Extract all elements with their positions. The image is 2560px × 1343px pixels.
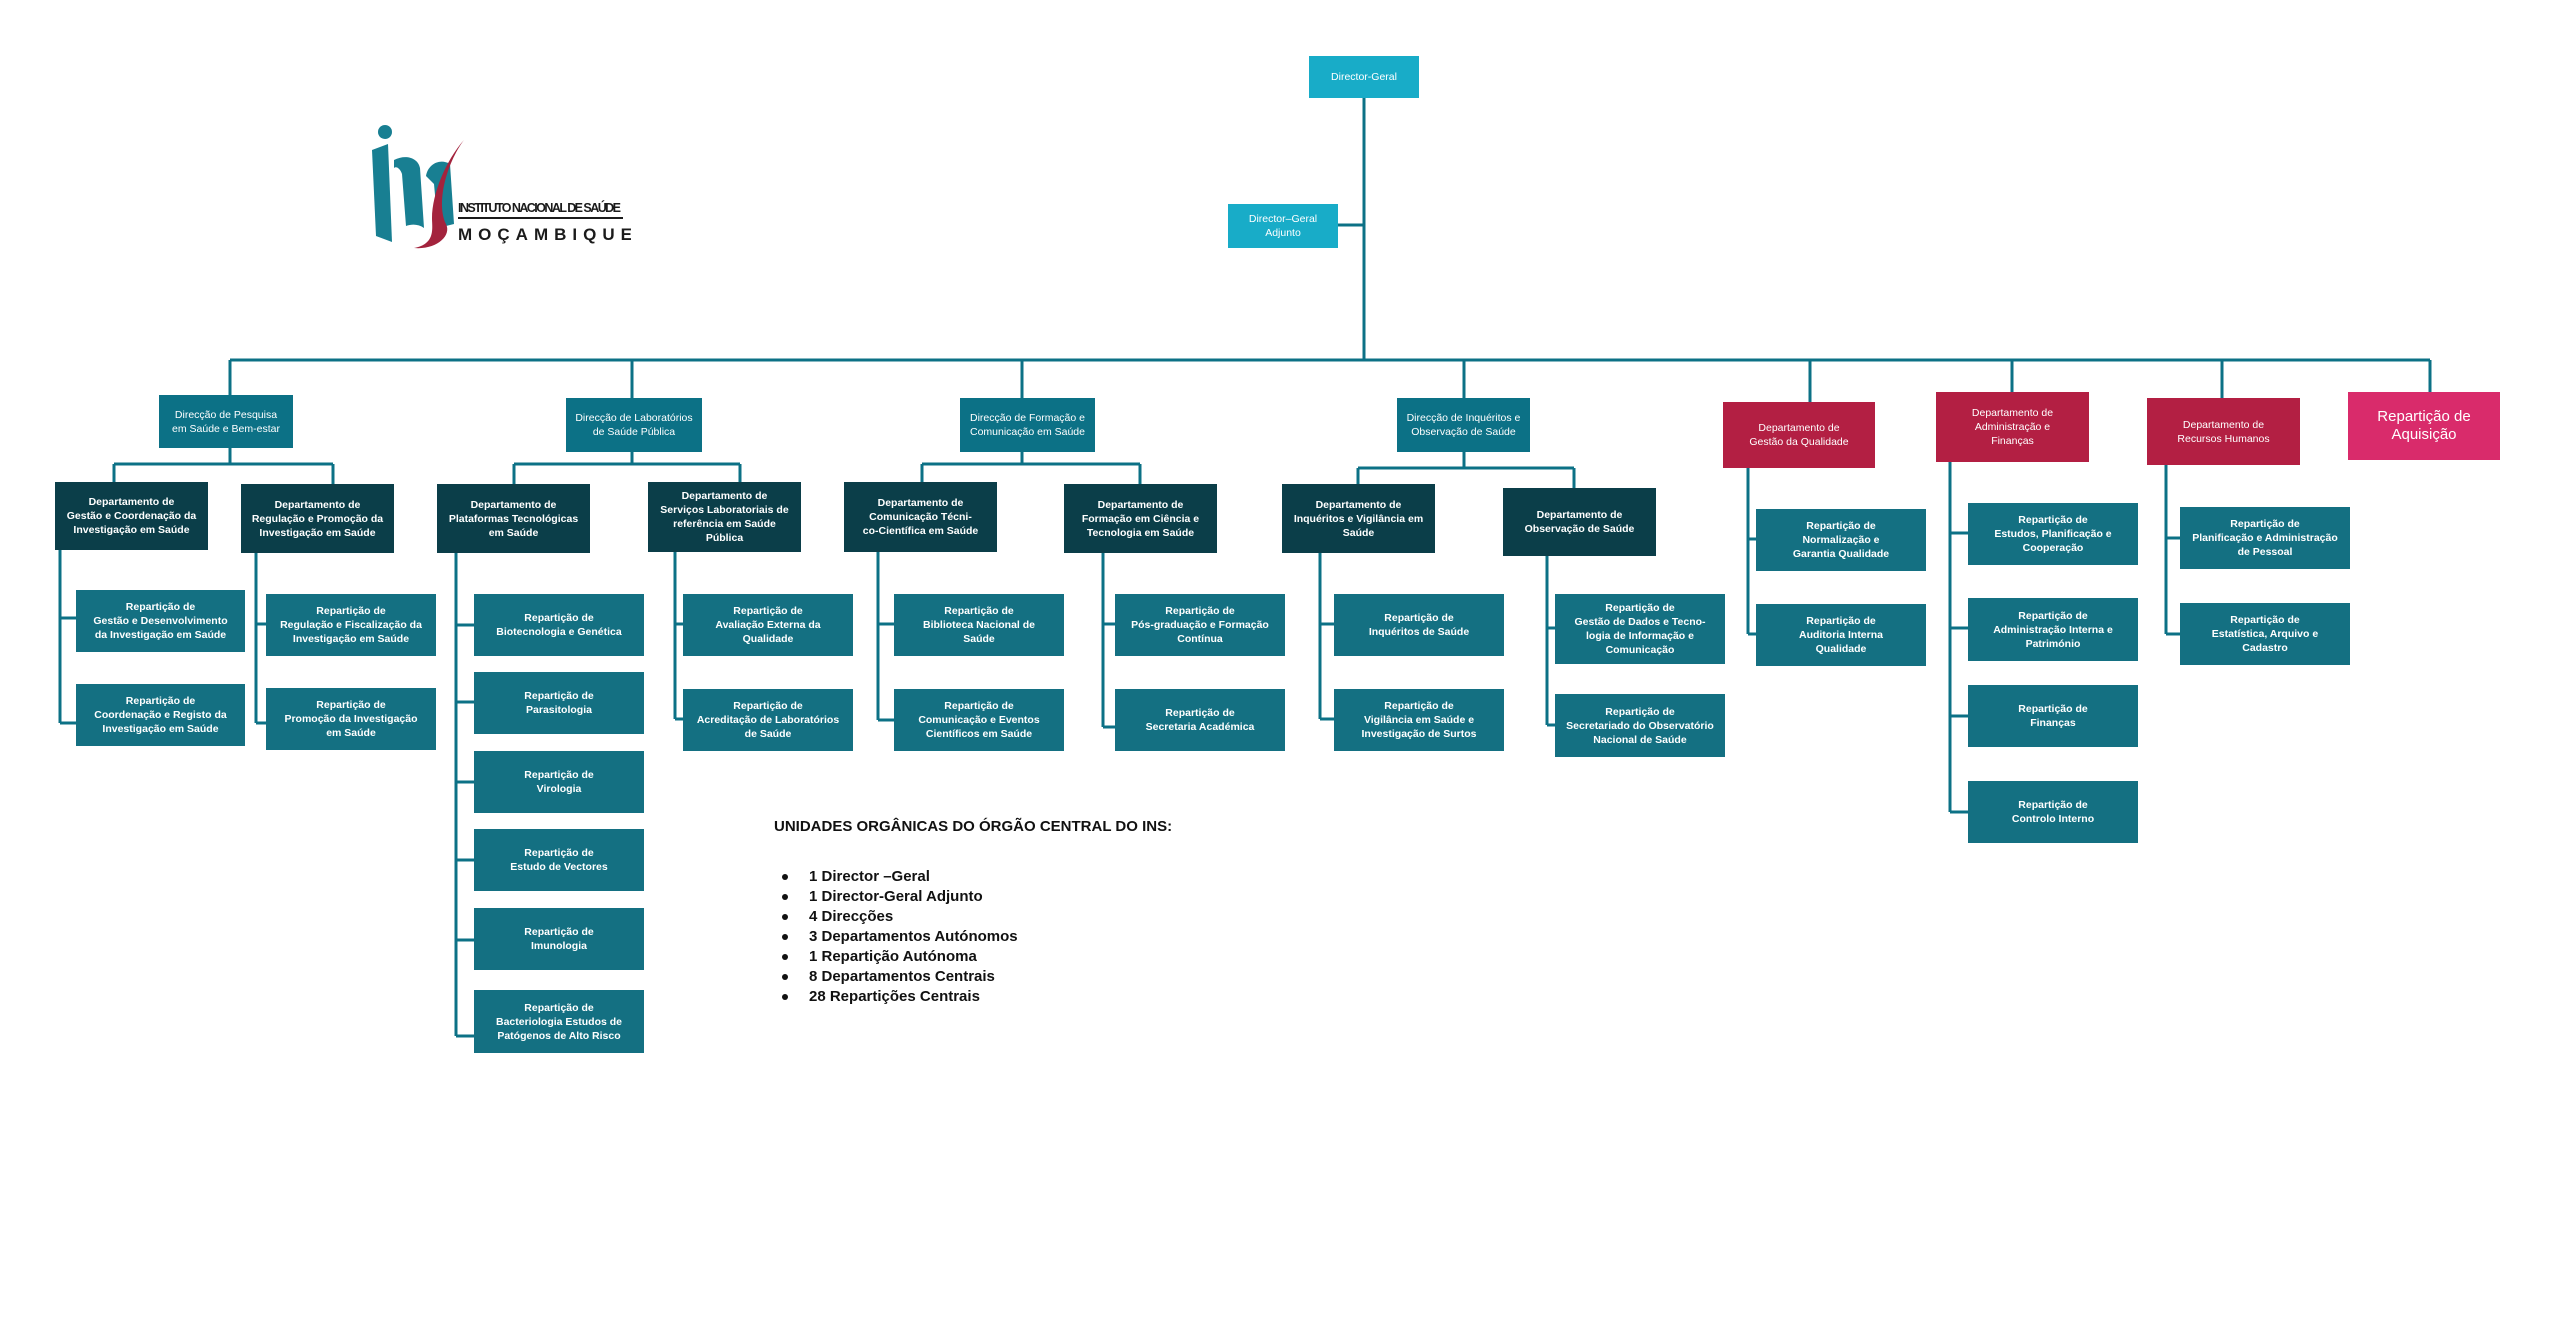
repartition-research-oversight[interactable]: Repartição de Regulação e Fiscalização d… [266, 594, 436, 656]
summary-item: 8 Departamentos Centrais [782, 967, 1274, 987]
repartition-personnel-planning[interactable]: Repartição de Planificação e Administraç… [2180, 507, 2350, 569]
repartition-data-management[interactable]: Repartição de Gestão de Dados e Tecno- l… [1555, 594, 1725, 664]
repartition-postgraduate[interactable]: Repartição de Pós-graduação e Formação C… [1115, 594, 1285, 656]
ins-logo-icon [372, 125, 464, 249]
department-research-coordination[interactable]: Departamento de Gestão e Coordenação da … [55, 482, 208, 550]
repartition-quality-audit[interactable]: Repartição de Auditoria Interna Qualidad… [1756, 604, 1926, 666]
summary-item: 1 Director –Geral [782, 867, 1274, 887]
repartition-planning-cooperation[interactable]: Repartição de Estudos, Planificação e Co… [1968, 503, 2138, 565]
repartition-virology[interactable]: Repartição de Virologia [474, 751, 644, 813]
department-admin-finance[interactable]: Departamento de Administração e Finanças [1936, 392, 2089, 462]
repartition-statistics-archive[interactable]: Repartição de Estatística, Arquivo e Cad… [2180, 603, 2350, 665]
department-research-regulation[interactable]: Departamento de Regulação e Promoção da … [241, 484, 394, 553]
repartition-internal-control[interactable]: Repartição de Controlo Interno [1968, 781, 2138, 843]
summary-item: 3 Departamentos Autónomos [782, 927, 1274, 947]
repartition-observatory-secretariat[interactable]: Repartição de Secretariado do Observatór… [1555, 694, 1725, 757]
logo-line-1: INSTITUTO NACIONAL DE SAÚDE [458, 200, 621, 215]
repartition-bacteriology[interactable]: Repartição de Bacteriologia Estudos de P… [474, 990, 644, 1053]
repartition-academic-secretariat[interactable]: Repartição de Secretaria Académica [1115, 689, 1285, 751]
repartition-research-promotion[interactable]: Repartição de Promoção da Investigação e… [266, 688, 436, 750]
repartition-health-surveys[interactable]: Repartição de Inquéritos de Saúde [1334, 594, 1504, 656]
repartition-scientific-events[interactable]: Repartição de Comunicação e Eventos Cien… [894, 689, 1064, 751]
logo-divider [458, 217, 623, 219]
summary-title: UNIDADES ORGÂNICAS DO ÓRGÃO CENTRAL DO I… [774, 818, 1173, 835]
repartition-parasitology[interactable]: Repartição de Parasitologia [474, 672, 644, 734]
repartition-finance[interactable]: Repartição de Finanças [1968, 685, 2138, 747]
direction-laboratories[interactable]: Direcção de Laboratórios de Saúde Públic… [566, 398, 702, 452]
repartition-research-management[interactable]: Repartição de Gestão e Desenvolvimento d… [76, 590, 245, 652]
repartition-external-quality[interactable]: Repartição de Avaliação Externa da Quali… [683, 594, 853, 656]
repartition-lab-accreditation[interactable]: Repartição de Acreditação de Laboratório… [683, 689, 853, 751]
department-scientific-communication[interactable]: Departamento de Comunicação Técni- co-Ci… [844, 482, 997, 552]
summary-item: 1 Repartição Autónoma [782, 947, 1274, 967]
summary-list: 1 Director –Geral 1 Director-Geral Adjun… [774, 867, 1274, 1007]
summary-panel: UNIDADES ORGÂNICAS DO ÓRGÃO CENTRAL DO I… [774, 818, 1274, 1007]
repartition-biotechnology[interactable]: Repartição de Biotecnologia e Genética [474, 594, 644, 656]
department-surveys-surveillance[interactable]: Departamento de Inquéritos e Vigilância … [1282, 484, 1435, 553]
repartition-outbreak-surveillance[interactable]: Repartição de Vigilância em Saúde e Inve… [1334, 689, 1504, 751]
repartition-internal-administration[interactable]: Repartição de Administração Interna e Pa… [1968, 598, 2138, 661]
department-health-observation[interactable]: Departamento de Observação de Saúde [1503, 488, 1656, 556]
repartition-immunology[interactable]: Repartição de Imunologia [474, 908, 644, 970]
repartition-acquisition[interactable]: Repartição de Aquisição [2348, 392, 2500, 460]
summary-item: 4 Direcções [782, 907, 1274, 927]
ins-logo: INSTITUTO NACIONAL DE SAÚDE MOÇAMBIQUE [372, 125, 631, 249]
repartition-quality-standards[interactable]: Repartição de Normalização e Garantia Qu… [1756, 509, 1926, 571]
department-human-resources[interactable]: Departamento de Recursos Humanos [2147, 398, 2300, 465]
direction-surveys[interactable]: Direcção de Inquéritos e Observação de S… [1397, 398, 1530, 452]
department-tech-platforms[interactable]: Departamento de Plataformas Tecnológicas… [437, 484, 590, 553]
summary-item: 28 Repartições Centrais [782, 987, 1274, 1007]
logo-line-2: MOÇAMBIQUE [458, 225, 631, 244]
summary-item: 1 Director-Geral Adjunto [782, 887, 1274, 907]
direction-training[interactable]: Direcção de Formação e Comunicação em Sa… [960, 398, 1095, 452]
repartition-research-registry[interactable]: Repartição de Coordenação e Registo da I… [76, 684, 245, 746]
repartition-vector-studies[interactable]: Repartição de Estudo de Vectores [474, 829, 644, 891]
department-science-training[interactable]: Departamento de Formação em Ciência e Te… [1064, 484, 1217, 553]
deputy-director-box[interactable]: Director–Geral Adjunto [1228, 204, 1338, 248]
direction-research[interactable]: Direcção de Pesquisa em Saúde e Bem-esta… [159, 395, 293, 448]
department-lab-services[interactable]: Departamento de Serviços Laboratoriais d… [648, 482, 801, 552]
director-general-box[interactable]: Director-Geral [1309, 56, 1419, 98]
repartition-national-library[interactable]: Repartição de Biblioteca Nacional de Saú… [894, 594, 1064, 656]
department-quality[interactable]: Departamento de Gestão da Qualidade [1723, 402, 1875, 468]
